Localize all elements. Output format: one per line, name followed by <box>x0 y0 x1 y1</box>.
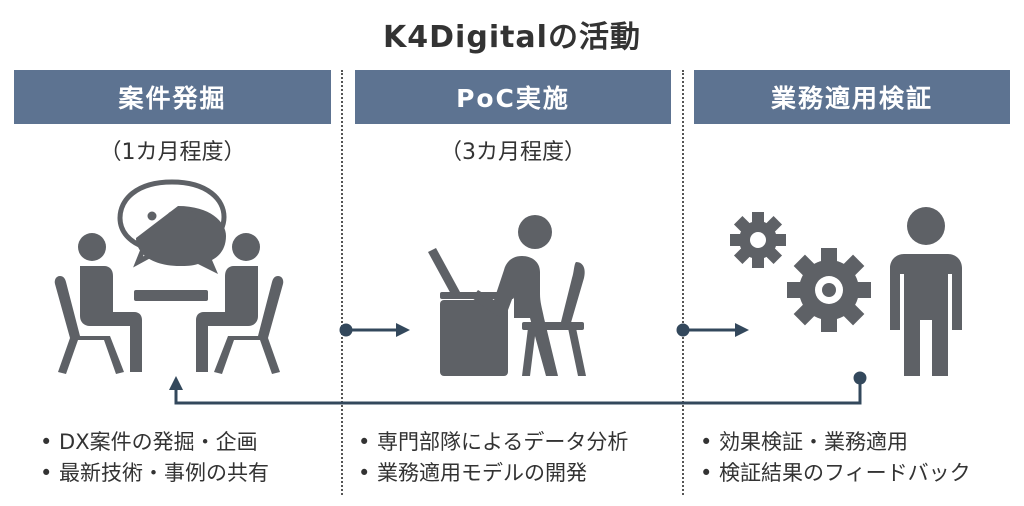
meeting-icon <box>54 179 284 374</box>
laptop-worker-icon <box>428 215 586 376</box>
flow-arrow-2 <box>676 323 749 337</box>
duration-case-discovery: （1カ月程度） <box>99 140 246 165</box>
feedback-arrow <box>169 371 867 405</box>
bullets-business-validation: • 効果検証・業務適用 • 検証結果のフィードバック <box>700 427 971 489</box>
bullet-item: • 検証結果のフィードバック <box>700 461 971 485</box>
person-standing-icon <box>890 207 962 376</box>
column-divider <box>682 70 684 495</box>
bullet-item: • 効果検証・業務適用 <box>700 430 909 454</box>
header-case-discovery: 案件発掘 <box>14 70 331 124</box>
bullet-item: • 業務適用モデルの開発 <box>358 461 588 485</box>
duration-poc: （3カ月程度） <box>440 140 586 165</box>
bullet-item: • 専門部隊によるデータ分析 <box>358 430 629 454</box>
diagram-title: K4Digitalの活動 <box>383 20 641 55</box>
bullet-item: • DX案件の発掘・企画 <box>40 430 258 454</box>
bullets-case-discovery: • DX案件の発掘・企画 • 最新技術・事例の共有 <box>40 427 269 489</box>
speech-bubble-icon <box>117 179 227 274</box>
bullets-poc: • 専門部隊によるデータ分析 • 業務適用モデルの開発 <box>358 427 628 489</box>
header-poc: PoC実施 <box>355 70 671 124</box>
header-business-validation: 業務適用検証 <box>694 70 1010 124</box>
column-divider <box>341 70 343 495</box>
flow-arrow-1 <box>339 323 410 337</box>
bullet-item: • 最新技術・事例の共有 <box>40 461 270 485</box>
gear-icon <box>730 212 871 332</box>
